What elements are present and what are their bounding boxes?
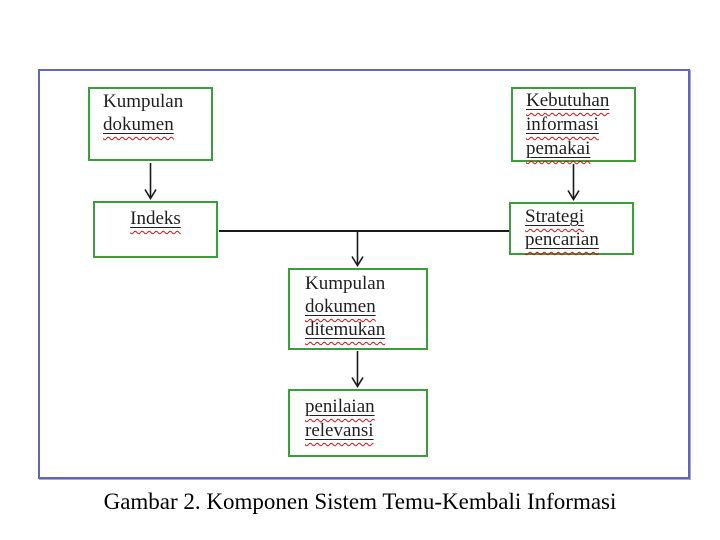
node-label-word: pencarian [525,229,599,250]
node-label-word: Kebutuhan [526,90,610,111]
node-label-word: ditemukan [305,319,386,340]
node-label-word: pemakai [526,138,591,159]
arrowhead-kebutuhan-to-strategi [567,190,580,202]
arrowhead-line-to-ditemukan [351,256,364,268]
node-label-word: dokumen [103,114,174,135]
node-label-word: relevansi [305,420,374,441]
figure-caption: Gambar 2. Komponen Sistem Temu-Kembali I… [103,489,617,514]
arrowhead-ditemukan-to-penilaian [351,377,364,389]
node-label-word: dokumen [305,296,376,317]
node-label-word: informasi [526,114,599,135]
node-kebutuhan-informasi-pemakai: Kebutuhan informasi pemakai [511,87,636,162]
node-label-word: penilaian [305,396,375,417]
node-label-word: Kumpulan [103,91,184,112]
arrowhead-dokumen-to-indeks [144,189,157,201]
node-penilaian-relevansi: penilaian relevansi [288,389,428,457]
node-label-word: Kumpulan [305,273,386,294]
node-kumpulan-dokumen-ditemukan: Kumpulan dokumen ditemukan [288,268,428,350]
node-strategi-pencarian: Strategi pencarian [509,202,634,255]
node-label-word: Indeks [130,208,181,229]
node-kumpulan-dokumen: Kumpulan dokumen [88,87,213,161]
node-label-word: Strategi [525,206,585,227]
node-indeks: Indeks [93,201,218,258]
